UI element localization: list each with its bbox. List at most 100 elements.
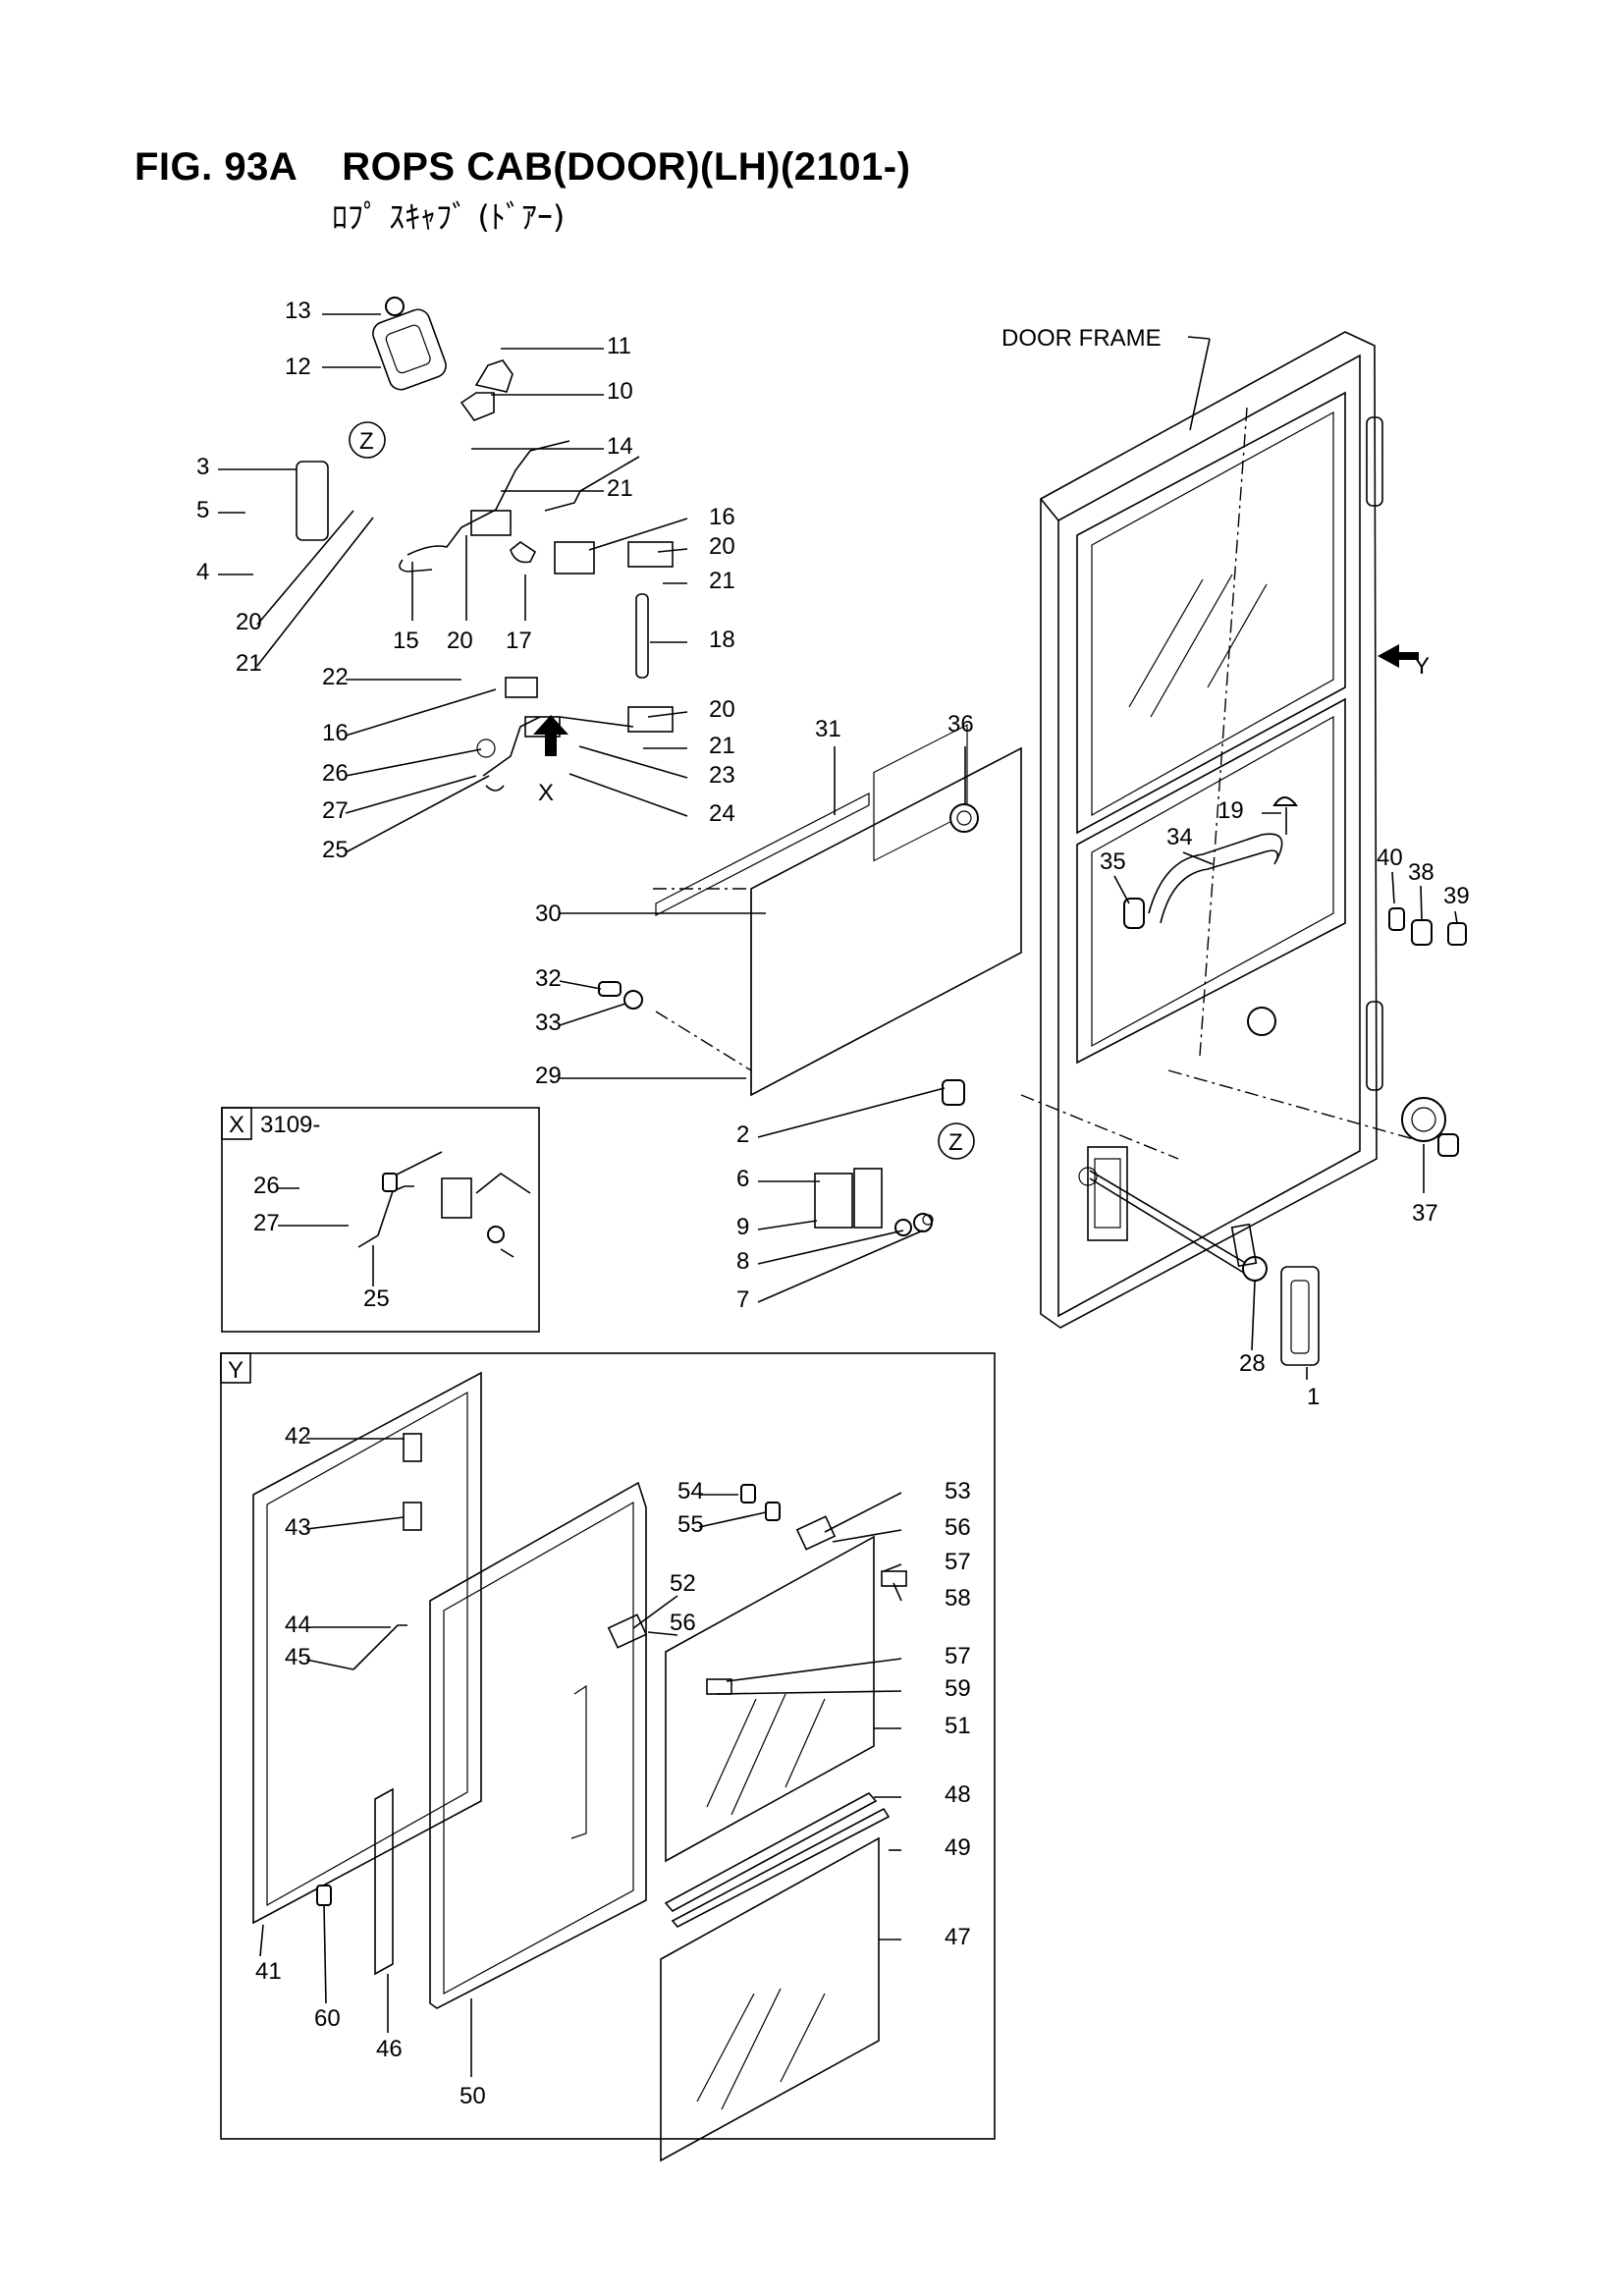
callout-number: 7 — [736, 1286, 749, 1313]
callout-number: 58 — [945, 1585, 971, 1612]
callout-number: 57 — [945, 1643, 971, 1669]
callout-number: 43 — [285, 1514, 311, 1541]
bolt-32 — [598, 981, 622, 997]
callout-leader — [1182, 851, 1214, 865]
callout-leader — [632, 1595, 678, 1629]
callout-number: 20 — [236, 609, 262, 635]
callout-number: 32 — [535, 965, 562, 992]
callout-number: 24 — [709, 800, 735, 827]
callout-number: 56 — [945, 1514, 971, 1541]
callout-number: 10 — [607, 378, 633, 405]
callout-leader — [757, 1220, 818, 1230]
z-mark-label: Z — [948, 1129, 963, 1156]
latch-assembly — [296, 297, 674, 792]
callout-number: 20 — [447, 628, 473, 654]
view-x-label: X — [538, 780, 554, 806]
callout-number: 60 — [314, 2005, 341, 2032]
callout-number: 1 — [1307, 1384, 1320, 1410]
inset-x-frame — [221, 1107, 540, 1333]
callout-number: 20 — [709, 696, 735, 723]
callout-leader — [757, 1230, 924, 1303]
callout-leader — [757, 1087, 946, 1138]
callout-number: 38 — [1408, 859, 1434, 886]
callout-number: 3 — [196, 454, 209, 480]
callout-number: 21 — [709, 568, 735, 594]
view-x-arrow — [533, 715, 568, 756]
callout-number: 21 — [236, 650, 262, 677]
callout-number: 40 — [1377, 845, 1403, 871]
callout-number: 26 — [322, 760, 349, 787]
callout-number: 16 — [709, 504, 735, 530]
inset-y-parts — [252, 1371, 907, 2162]
callout-leader — [305, 1516, 405, 1530]
callout-number: 37 — [1412, 1200, 1438, 1227]
callout-number: 27 — [322, 797, 349, 824]
callout-number: 47 — [945, 1924, 971, 1950]
callout-leader — [578, 745, 688, 779]
callout-number: 30 — [535, 901, 562, 927]
callout-number: 33 — [535, 1010, 562, 1036]
callout-number: 5 — [196, 497, 209, 523]
callout-number: 52 — [670, 1570, 696, 1597]
callout-number: 59 — [945, 1675, 971, 1702]
view-y-arrow — [1378, 644, 1419, 668]
z-mark-circle — [349, 421, 386, 459]
callout-number: 26 — [253, 1173, 280, 1199]
callout-leader — [716, 1690, 902, 1695]
inset-x-parts — [357, 1151, 531, 1258]
callout-number: 11 — [607, 333, 631, 359]
callout-leader — [832, 1529, 902, 1543]
callout-leader — [345, 688, 497, 737]
callout-leader — [883, 1563, 902, 1572]
callout-leader — [345, 775, 477, 814]
lock-parts — [814, 1079, 965, 1236]
panel-31 — [655, 793, 870, 916]
callout-number: 44 — [285, 1612, 311, 1638]
callout-number: 28 — [1239, 1350, 1266, 1377]
callout-number: 21 — [709, 733, 735, 759]
callout-number: 27 — [253, 1210, 280, 1236]
callout-leader — [323, 1904, 327, 2004]
callout-number: 56 — [670, 1610, 696, 1636]
figure-title: FIG. 93A ROPS CAB(DOOR)(LH)(2101-) — [135, 145, 911, 189]
callout-leader — [726, 1658, 902, 1682]
callout-number: 54 — [677, 1478, 704, 1504]
callout-leader — [698, 1511, 767, 1528]
handle-parts — [1123, 796, 1467, 1036]
callout-leader — [1113, 875, 1130, 904]
callout-number: 49 — [945, 1834, 971, 1861]
callout-leader — [824, 1492, 902, 1533]
callout-number: 20 — [709, 533, 735, 560]
callout-number: 4 — [196, 559, 209, 585]
callout-number: 50 — [460, 2083, 486, 2109]
z-mark-circle — [938, 1122, 975, 1160]
outer-handle-parts — [1078, 1097, 1459, 1366]
callout-number: 22 — [322, 664, 349, 690]
callout-number: 41 — [255, 1958, 282, 1985]
callout-leader — [647, 711, 688, 718]
callout-leader — [1251, 1281, 1256, 1351]
callout-number: 2 — [736, 1121, 749, 1148]
washer-33 — [623, 990, 643, 1010]
callout-number: 21 — [607, 475, 633, 502]
callout-leader — [893, 1582, 902, 1602]
callout-number: 18 — [709, 627, 735, 653]
callout-number: 17 — [506, 628, 532, 654]
callout-leader — [657, 548, 688, 553]
inset-y-tag: Y — [228, 1357, 243, 1384]
door-frame-label: DOOR FRAME — [1001, 325, 1162, 352]
callout-leader — [345, 775, 490, 853]
callout-leader — [559, 980, 602, 990]
callout-leader — [757, 1230, 904, 1265]
callout-leader — [559, 1003, 626, 1026]
callout-number: 31 — [815, 716, 841, 742]
callout-leader — [259, 1924, 264, 1957]
callout-number: 6 — [736, 1166, 749, 1192]
callout-number: 19 — [1217, 797, 1244, 824]
figure-subtitle: ﾛﾌﾟ ｽｷｬﾌﾞ (ﾄﾞｱｰ) — [332, 198, 566, 236]
callout-number: 12 — [285, 354, 311, 380]
callout-number: 14 — [607, 433, 633, 460]
inset-x-serial: 3109- — [260, 1112, 320, 1138]
